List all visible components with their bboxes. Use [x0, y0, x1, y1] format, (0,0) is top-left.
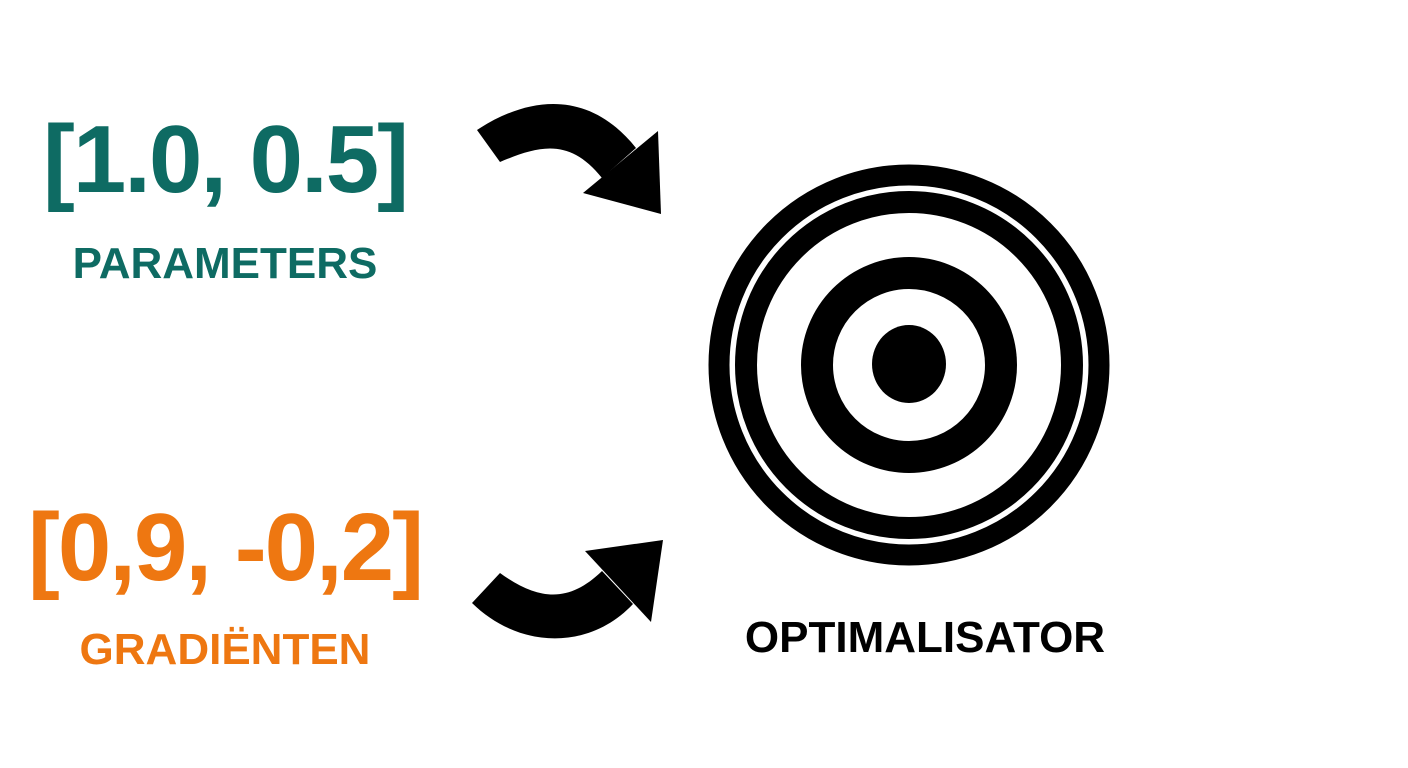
parameters-arrow-head: [583, 131, 661, 214]
target-second-ring: [735, 191, 1083, 539]
gradients-arrow-shaft: [472, 571, 633, 639]
parameters-label: PARAMETERS: [72, 239, 378, 288]
target-bullseye: [872, 325, 946, 403]
gradients-label: GRADIËNTEN: [79, 625, 371, 674]
gradient-values: [0,9, -0,2]: [27, 494, 424, 601]
curved-arrow-icon: [472, 540, 663, 639]
curved-arrow-icon: [477, 103, 661, 214]
optimizer-label: OPTIMALISATOR: [744, 613, 1106, 662]
gradients-arrow-head: [585, 540, 663, 622]
parameters-arrow-shaft: [477, 103, 636, 178]
target-outer-ring: [708, 164, 1110, 566]
target-icon: [708, 164, 1110, 566]
parameter-values: [1.0, 0.5]: [42, 106, 409, 213]
target-inner-ring: [801, 257, 1017, 473]
